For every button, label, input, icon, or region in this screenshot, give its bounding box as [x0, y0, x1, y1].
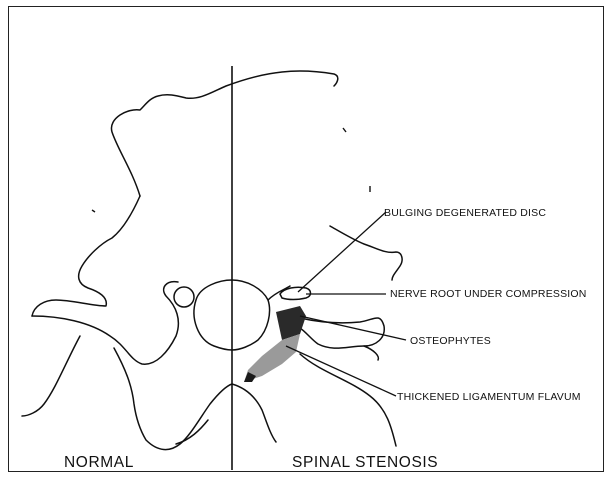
leader-bulging-disc	[298, 212, 386, 292]
vertebra-left-wing	[32, 196, 140, 316]
caption-normal: NORMAL	[64, 454, 134, 471]
stray-mark	[92, 210, 95, 212]
leader-osteophytes	[300, 316, 406, 340]
stray-mark	[343, 128, 346, 132]
lower-arch-right-outer	[300, 354, 396, 446]
spinal-canal-right	[232, 280, 270, 350]
lower-arch-left-outer	[22, 336, 80, 416]
label-ligamentum: THICKENED LIGAMENTUM FLAVUM	[397, 391, 581, 403]
facet-right	[364, 346, 378, 360]
spinal-canal	[194, 280, 232, 350]
label-bulging-disc: BULGING DEGENERATED DISC	[384, 207, 546, 219]
osteophyte-arm	[300, 318, 384, 348]
label-osteophytes: OSTEOPHYTES	[410, 335, 491, 347]
vertebra-outline	[111, 71, 337, 196]
lower-leg-left	[176, 420, 208, 444]
lower-arch-left	[114, 348, 232, 450]
nerve-root-normal	[174, 287, 194, 307]
leader-ligamentum	[286, 346, 396, 396]
osteophyte-shade	[276, 306, 306, 340]
lower-arch-right	[232, 384, 276, 442]
label-nerve-root: NERVE ROOT UNDER COMPRESSION	[390, 288, 587, 300]
lamina-left	[32, 282, 178, 365]
vertebra-right-wing	[268, 286, 290, 300]
caption-spinal-stenosis: SPINAL STENOSIS	[292, 454, 438, 471]
